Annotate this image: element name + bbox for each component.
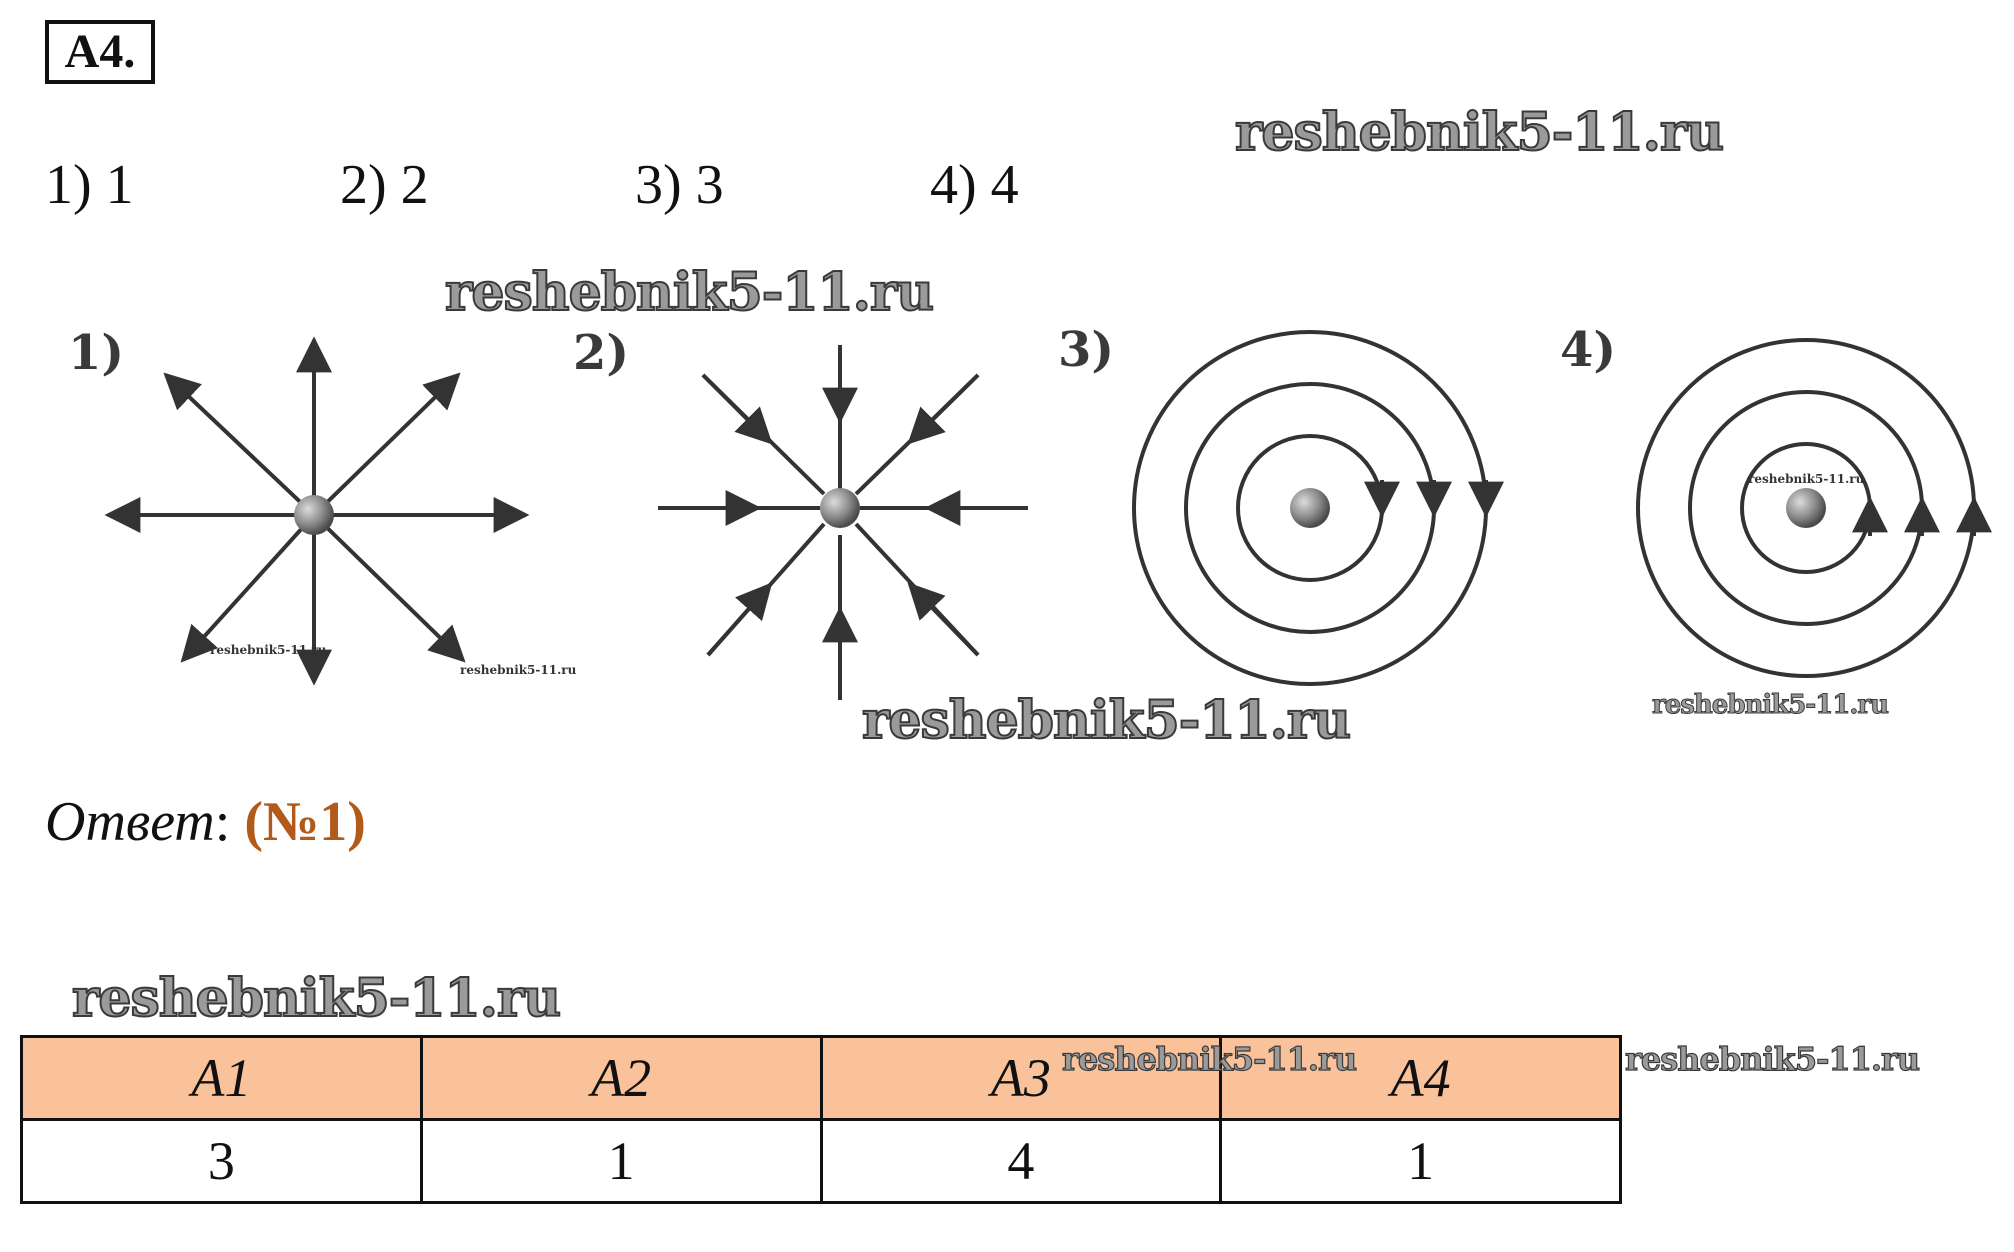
charge-ball: [294, 495, 334, 535]
header-cell: A3: [819, 1035, 1223, 1121]
watermark: reshebnik5-11.ru: [444, 261, 935, 324]
watermark: reshebnik5-11.ru: [460, 663, 577, 677]
figure-3-circular-field-clockwise: [1132, 330, 1504, 686]
figure-4-label: 4): [1560, 322, 1617, 378]
field-lines-svg: [104, 330, 1992, 700]
watermark: reshebnik5-11.ru: [1624, 1039, 1920, 1078]
answer-label: Ответ: [45, 791, 215, 853]
header-cell: A2: [419, 1035, 823, 1121]
answer-value: (№1): [244, 791, 366, 853]
field-lines-figures: 1) 2) 3) 4) reshebnik5-11.ru reshebnik5-…: [48, 310, 2004, 700]
figure-4-circular-field-counterclockwise: [1636, 338, 1992, 678]
value-cell: 4: [819, 1118, 1223, 1204]
header-cell: A1: [20, 1035, 423, 1121]
option-1: 1) 1: [45, 154, 134, 216]
watermark: reshebnik5-11.ru: [861, 689, 1352, 752]
wire-ball: [1786, 488, 1826, 528]
option-4: 4) 4: [930, 154, 1019, 216]
watermark: reshebnik5-11.ru: [71, 967, 562, 1030]
value-cell: 3: [20, 1118, 423, 1204]
answers-header-row: A1 A2 A3 A4: [20, 1035, 1622, 1121]
task-number-label: А4.: [45, 20, 155, 84]
answers-table: A1 A2 A3 A4 3 1 4 1: [20, 1035, 1622, 1204]
watermark: reshebnik5-11.ru: [1234, 101, 1725, 164]
figure-1-label: 1): [68, 325, 125, 381]
watermark: reshebnik5-11.ru: [1061, 1039, 1357, 1078]
value-cell: 1: [1219, 1118, 1622, 1204]
charge-ball: [820, 488, 860, 528]
answer-colon: :: [214, 791, 231, 853]
figure-2-label: 2): [573, 325, 630, 381]
watermark: reshebnik5-11.ru: [1748, 472, 1865, 486]
figure-2-inward-field: [658, 345, 1028, 700]
watermark: reshebnik5-11.ru: [210, 643, 327, 657]
option-3: 3) 3: [635, 154, 724, 216]
answers-value-row: 3 1 4 1: [20, 1118, 1622, 1204]
header-cell: A4: [1219, 1035, 1622, 1121]
answer-line: Ответ: (№1): [45, 790, 366, 854]
value-cell: 1: [419, 1118, 823, 1204]
figure-1-outward-field: [104, 336, 530, 686]
figure-3-label: 3): [1058, 322, 1115, 378]
watermark: reshebnik5-11.ru: [1651, 690, 1889, 721]
option-2: 2) 2: [340, 154, 429, 216]
wire-ball: [1290, 488, 1330, 528]
